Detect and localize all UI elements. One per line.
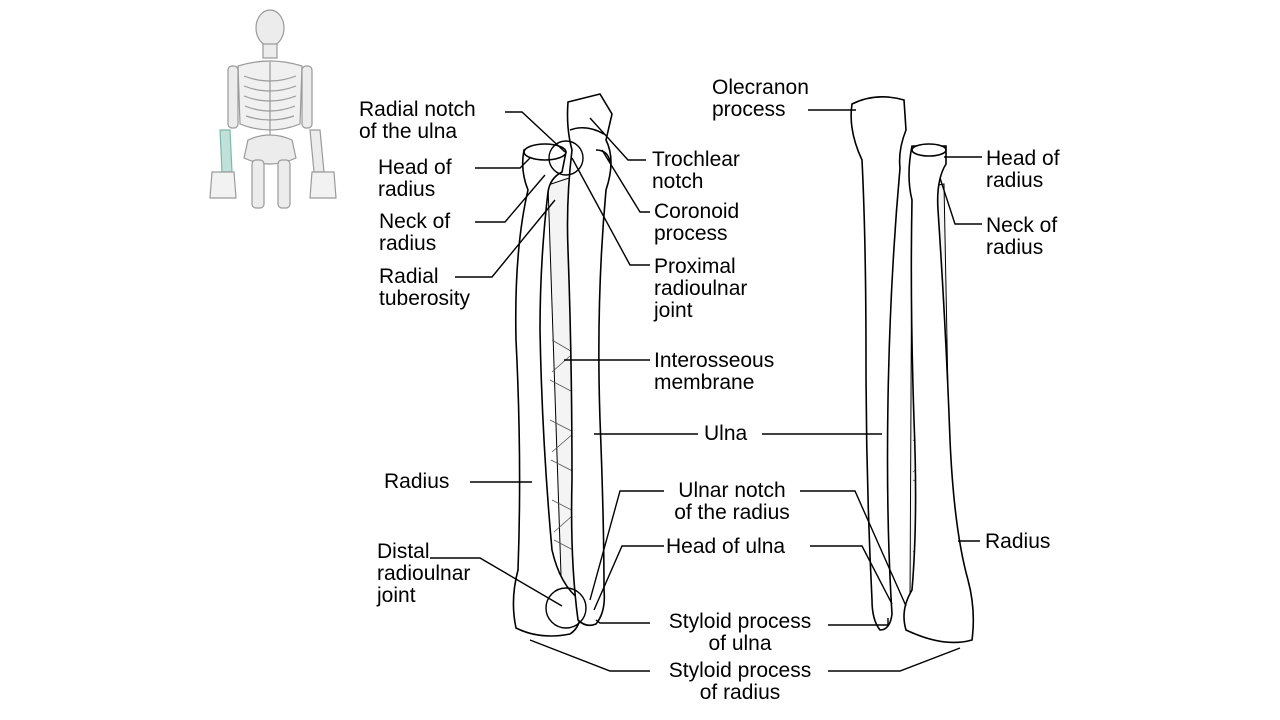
- anterior-view: [512, 93, 613, 637]
- neck-of-radius-left-line-2: radius: [379, 232, 437, 255]
- label-neck-of-radius-right: Neck of radius: [986, 215, 1057, 259]
- label-head-of-radius-right: Head of radius: [986, 148, 1060, 192]
- distal-radioulnar-line-2: radioulnar: [377, 562, 471, 585]
- label-radius-left: Radius: [384, 470, 450, 493]
- neck-of-radius-right-line-2: radius: [986, 236, 1044, 259]
- neck-of-radius-right-line-1: Neck of: [986, 214, 1058, 237]
- label-head-of-radius-left: Head of radius: [378, 157, 452, 201]
- interosseous-line-1: Interosseous: [654, 349, 775, 372]
- olecranon-line-2: process: [712, 98, 786, 121]
- neck-of-radius-left-line-1: Neck of: [379, 210, 451, 233]
- leader-lines: [430, 109, 982, 672]
- label-ulnar-notch-of-radius: Ulnar notch of the radius: [660, 480, 804, 524]
- label-radial-notch-of-ulna: Radial notch of the ulna: [359, 99, 476, 143]
- coronoid-process-line-2: process: [654, 222, 728, 245]
- proximal-radioulnar-line-1: Proximal: [654, 255, 736, 278]
- proximal-radioulnar-line-2: radioulnar: [654, 277, 748, 300]
- label-trochlear-notch: Trochlear notch: [652, 149, 740, 193]
- trochlear-notch-line-2: notch: [652, 170, 704, 193]
- radial-tuberosity-line-1: Radial: [379, 265, 439, 288]
- label-distal-radioulnar-joint: Distal radioulnar joint: [377, 541, 470, 607]
- radial-tuberosity-line-2: tuberosity: [379, 287, 471, 310]
- radial-notch-line-2: of the ulna: [359, 120, 458, 143]
- label-coronoid-process: Coronoid process: [654, 201, 739, 245]
- label-ulna: Ulna: [704, 422, 748, 445]
- label-styloid-process-of-ulna: Styloid process of ulna: [652, 611, 828, 655]
- distal-radioulnar-line-1: Distal: [377, 540, 430, 563]
- ulnar-notch-line-2: of the radius: [674, 501, 790, 524]
- posterior-view: [850, 96, 975, 644]
- distal-radioulnar-line-3: joint: [377, 584, 416, 607]
- label-olecranon-process: Olecranon process: [712, 77, 809, 121]
- label-proximal-radioulnar-joint: Proximal radioulnar joint: [654, 256, 747, 322]
- label-interosseous-membrane: Interosseous membrane: [654, 350, 774, 394]
- label-neck-of-radius-left: Neck of radius: [379, 211, 450, 255]
- styloid-ulna-line-2: of ulna: [708, 632, 772, 655]
- label-styloid-process-of-radius: Styloid process of radius: [652, 660, 828, 704]
- radial-notch-line-1: Radial notch: [359, 98, 476, 121]
- ulnar-notch-line-1: Ulnar notch: [678, 479, 786, 502]
- styloid-ulna-line-1: Styloid process: [668, 610, 812, 633]
- head-of-radius-right-line-1: Head of: [986, 147, 1060, 170]
- head-of-radius-right-line-2: radius: [986, 169, 1044, 192]
- head-of-radius-left-line-1: Head of: [378, 156, 452, 179]
- styloid-radius-line-2: of radius: [699, 681, 781, 704]
- head-of-radius-left-line-2: radius: [378, 178, 436, 201]
- skeleton-thumbnail: [209, 9, 337, 209]
- interosseous-line-2: membrane: [654, 371, 755, 394]
- label-radius-right: Radius: [985, 530, 1051, 553]
- proximal-radioulnar-line-3: joint: [654, 299, 693, 322]
- trochlear-notch-line-1: Trochlear: [652, 148, 740, 171]
- styloid-radius-line-1: Styloid process: [668, 659, 812, 682]
- label-head-of-ulna: Head of ulna: [666, 535, 786, 558]
- olecranon-line-1: Olecranon: [712, 76, 809, 99]
- label-radial-tuberosity: Radial tuberosity: [379, 266, 470, 310]
- coronoid-process-line-1: Coronoid: [654, 200, 740, 223]
